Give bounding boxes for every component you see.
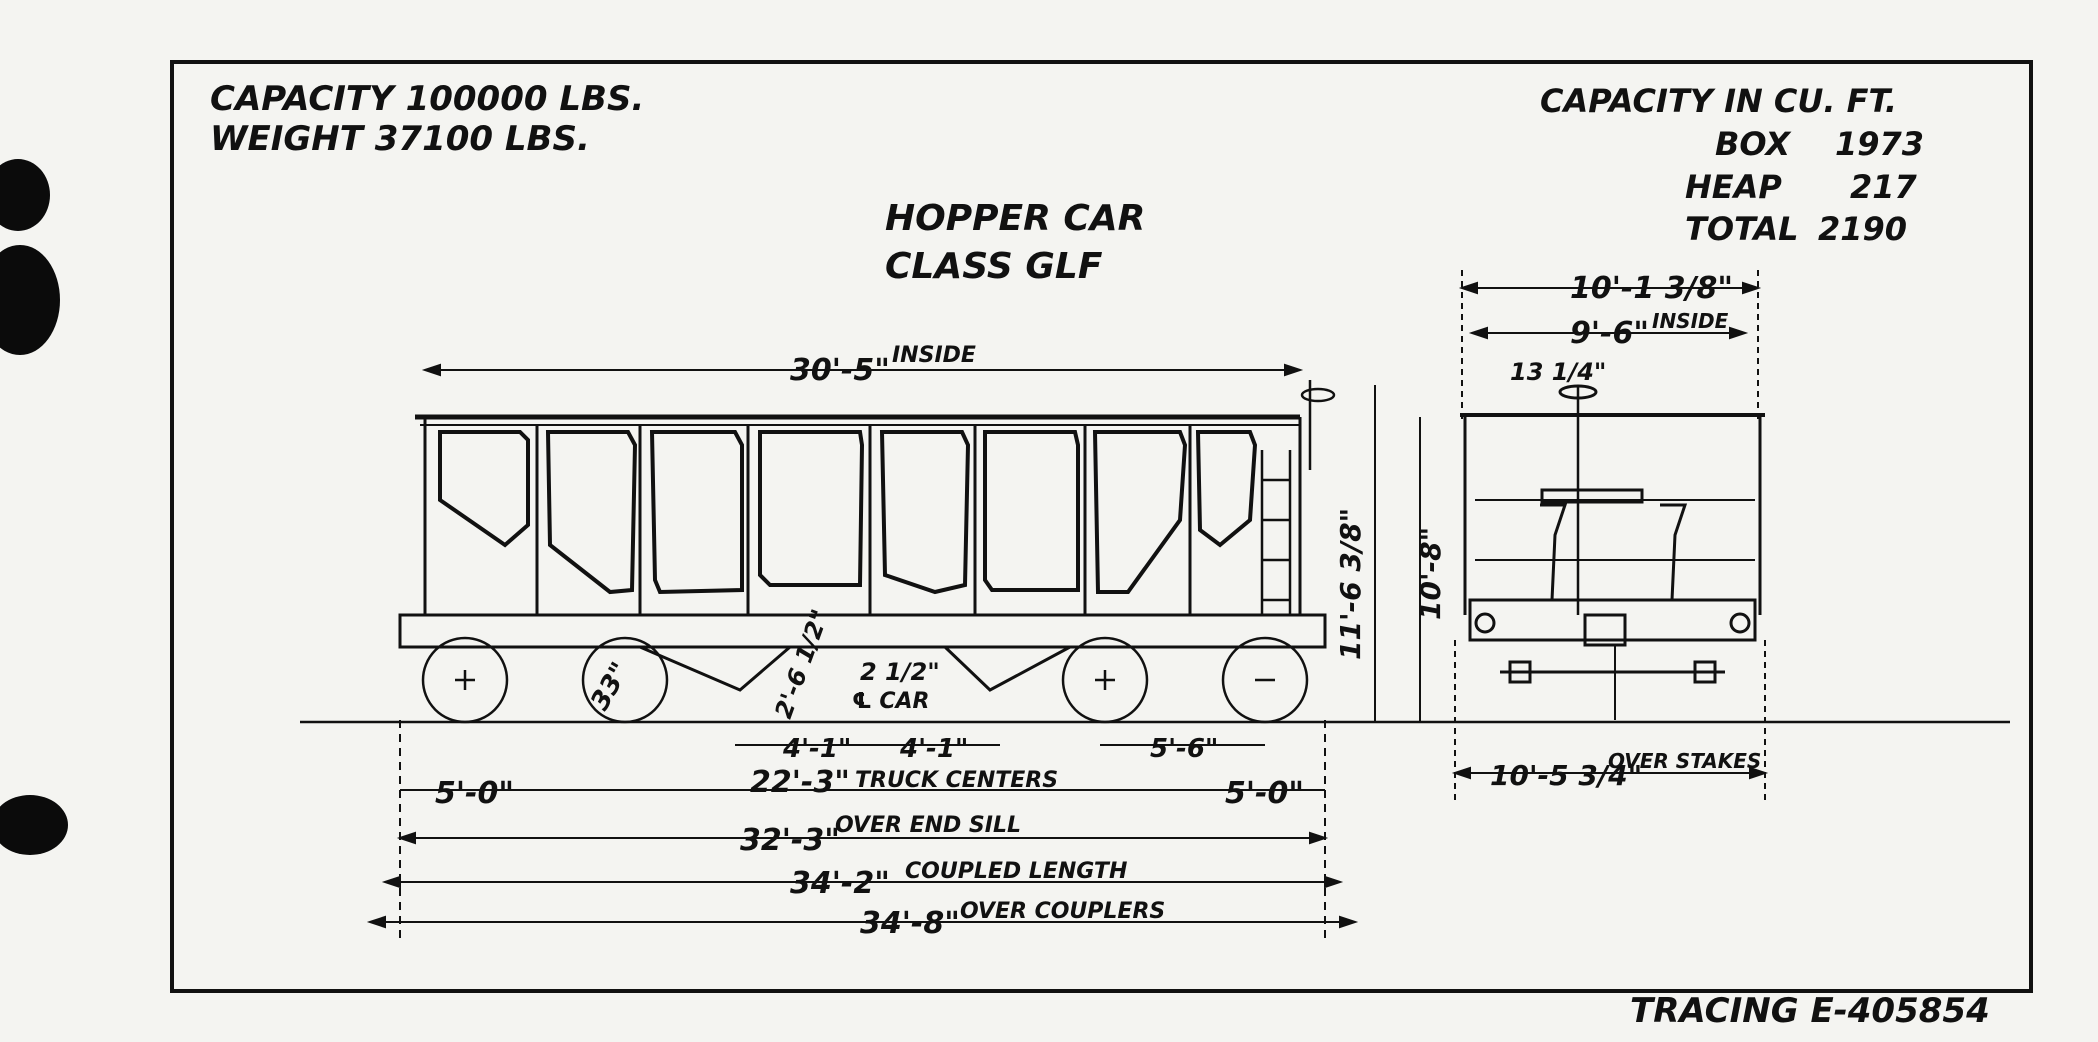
box-value: 1973 [1835, 125, 1924, 163]
total-label: TOTAL [1685, 210, 1799, 248]
over-end-sill-value: 32'-3" [740, 823, 840, 858]
heap-label: HEAP [1685, 168, 1782, 206]
end-overall-width: 10'-1 3/8" [1570, 271, 1733, 306]
title-line-2: CLASS GLF [885, 246, 1103, 287]
hopper-half-left: 4'-1" [782, 734, 851, 764]
end-elevation [1460, 384, 1765, 720]
overall-height-value: 11'-6 3/8" [1334, 508, 1367, 660]
inside-length-value: 30'-5" [790, 353, 890, 388]
hopper-half-right: 4'-1" [899, 734, 968, 764]
coupled-length-value: 34'-2" [790, 866, 890, 901]
end-inside-width: 9'-6" [1570, 316, 1649, 351]
side-wheels [421, 636, 1309, 724]
cubic-capacity-title: CAPACITY IN CU. FT. [1540, 82, 1897, 120]
tracing-number: TRACING E-405854 [1630, 991, 1990, 1031]
over-couplers-note: OVER COUPLERS [960, 899, 1165, 924]
over-end-sill-note: OVER END SILL [835, 813, 1021, 838]
inside-length-note: INSIDE [892, 343, 976, 368]
truck-overhang-left: 5'-0" [435, 776, 514, 811]
scan-blotches [0, 159, 68, 855]
total-value: 2190 [1818, 210, 1907, 248]
end-ladder [1260, 380, 1336, 615]
body-height-value: 10'-8" [1414, 527, 1447, 620]
truck-centers-value: 22'-3" [750, 765, 850, 800]
coupled-length-note: COUPLED LENGTH [905, 859, 1127, 884]
over-stakes-note: OVER STAKES [1608, 749, 1761, 773]
side-elevation [398, 380, 1336, 724]
end-dimension-lines [1451, 270, 1769, 800]
side-stakes [535, 425, 1192, 615]
heap-value: 217 [1850, 168, 1918, 206]
center-offset: 2 1/2" [860, 658, 940, 686]
title-line-1: HOPPER CAR [885, 198, 1145, 239]
hopper-depth: 2'-6 1/2" [769, 606, 834, 722]
drawing-border [170, 60, 2033, 993]
brake-offset: 13 1/4" [1510, 358, 1606, 386]
over-stakes-value: 10'-5 3/4" [1490, 759, 1642, 792]
wheelbase-right: 5'-6" [1150, 734, 1218, 764]
end-inside-note: INSIDE [1652, 309, 1729, 333]
truck-overhang-right: 5'-0" [1225, 776, 1304, 811]
truck-centers-note: TRUCK CENTERS [855, 768, 1058, 793]
weight-text: WEIGHT 37100 LBS. [210, 119, 590, 159]
box-label: BOX [1715, 125, 1791, 163]
over-couplers-value: 34'-8" [860, 906, 960, 941]
capacity-text: CAPACITY 100000 LBS. [210, 79, 644, 119]
center-line-label: ℄ CAR [852, 689, 930, 714]
side-dimension-lines [366, 363, 1421, 940]
side-panels [438, 430, 1258, 595]
